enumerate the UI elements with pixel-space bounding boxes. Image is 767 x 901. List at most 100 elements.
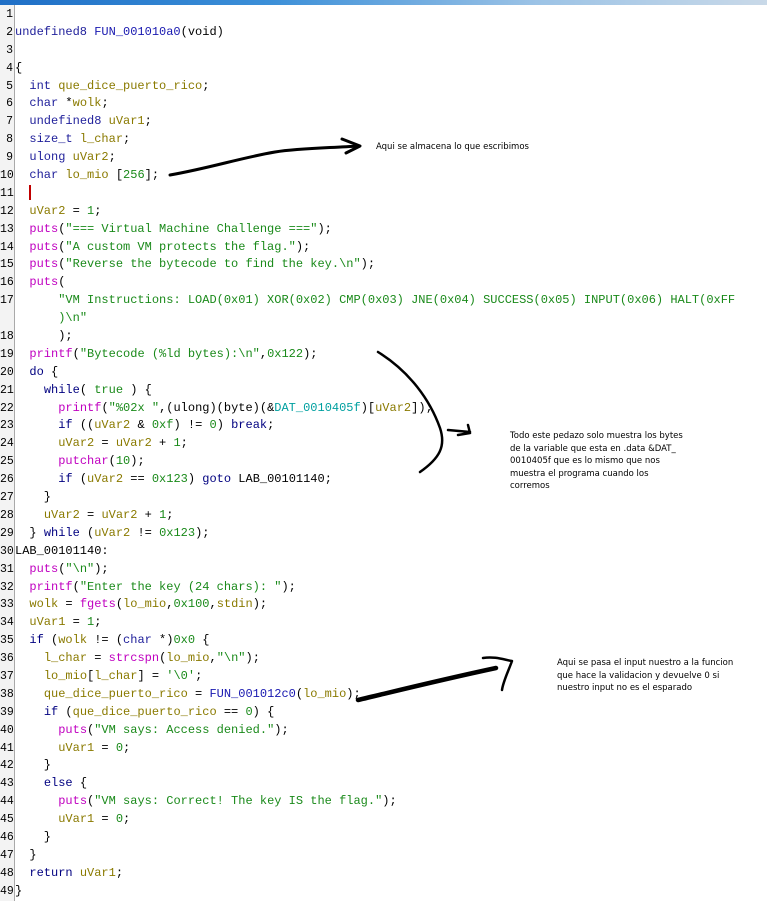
code-line[interactable]: 45 uVar1 = 0;: [0, 811, 767, 829]
code-line[interactable]: 20 do {: [0, 364, 767, 382]
code-text: putchar(10);: [15, 453, 144, 471]
code-line[interactable]: 1: [0, 6, 767, 24]
code-line[interactable]: 42 }: [0, 757, 767, 775]
code-line[interactable]: 41 uVar1 = 0;: [0, 740, 767, 758]
annotation-line: muestra el programa cuando los: [510, 468, 649, 479]
code-line[interactable]: 22 printf("%02x ",(ulong)(byte)(&DAT_001…: [0, 400, 767, 418]
line-number: 10: [0, 169, 14, 183]
line-number: 14: [0, 240, 14, 254]
code-token: (void): [180, 24, 224, 39]
code-token: DAT_0010405f: [274, 400, 361, 415]
code-token: LAB_00101140;: [231, 472, 332, 487]
code-line[interactable]: 28 uVar2 = uVar2 + 1;: [0, 507, 767, 525]
code-line[interactable]: 36 l_char = strcspn(lo_mio,"\n");: [0, 650, 767, 668]
code-line[interactable]: 43 else {: [0, 775, 767, 793]
code-token: 10: [115, 454, 131, 469]
code-token: (: [72, 472, 88, 487]
code-line[interactable]: )\n": [0, 310, 767, 328]
code-token: [15, 615, 29, 629]
code-line[interactable]: 10 char lo_mio [256];: [0, 167, 767, 185]
code-token: while: [43, 525, 80, 540]
code-token: (: [159, 651, 167, 666]
line-number: 7: [6, 115, 13, 129]
code-token: ) {: [252, 704, 275, 719]
code-line[interactable]: 18 );: [0, 328, 767, 346]
code-line[interactable]: 12 uVar2 = 1;: [0, 203, 767, 221]
line-number: 32: [0, 580, 14, 594]
code-token: uVar1: [58, 812, 95, 827]
code-line[interactable]: 46 }: [0, 829, 767, 847]
line-number: 31: [0, 562, 14, 576]
code-token: if: [58, 472, 73, 487]
code-line[interactable]: 7 undefined8 uVar1;: [0, 113, 767, 131]
code-line[interactable]: 31 puts("\n");: [0, 561, 767, 579]
code-token: uVar2: [72, 150, 109, 165]
code-line[interactable]: 33 wolk = fgets(lo_mio,0x100,stdin);: [0, 596, 767, 614]
code-line[interactable]: 49}: [0, 883, 767, 901]
code-text: }: [15, 847, 36, 865]
code-line[interactable]: 3: [0, 42, 767, 60]
code-line[interactable]: 35 if (wolk != (char *)0x0 {: [0, 632, 767, 650]
code-line[interactable]: 23 if ((uVar2 & 0xf) != 0) break;: [0, 417, 767, 435]
code-line[interactable]: 15 puts("Reverse the bytecode to find th…: [0, 256, 767, 274]
code-token: lo_mio: [166, 651, 210, 666]
code-line[interactable]: 29 } while (uVar2 != 0x123);: [0, 525, 767, 543]
line-number: 37: [0, 669, 14, 683]
annotation-text: Aqui se almacena lo que escribimos: [376, 142, 529, 152]
code-line[interactable]: 47 }: [0, 847, 767, 865]
code-line[interactable]: 24 uVar2 = uVar2 + 1;: [0, 435, 767, 453]
code-text: printf("%02x ",(ulong)(byte)(&DAT_001040…: [15, 400, 433, 418]
code-line[interactable]: 6 char *wolk;: [0, 95, 767, 113]
code-line[interactable]: 5 int que_dice_puerto_rico;: [0, 78, 767, 96]
code-line[interactable]: 9 ulong uVar2;: [0, 149, 767, 167]
code-token: =: [94, 436, 116, 451]
line-number: 25: [0, 455, 14, 469]
code-line[interactable]: 32 printf("Enter the key (24 chars): ");: [0, 579, 767, 597]
code-token: "VM says: Access denied.": [94, 722, 275, 737]
code-token: true: [94, 382, 124, 397]
code-line[interactable]: 27 }: [0, 489, 767, 507]
code-text: undefined8 uVar1;: [15, 113, 151, 131]
code-token: [15, 687, 44, 701]
code-line[interactable]: 34 uVar1 = 1;: [0, 614, 767, 632]
code-line[interactable]: 13 puts("=== Virtual Machine Challenge =…: [0, 221, 767, 239]
code-line[interactable]: 40 puts("VM says: Access denied.");: [0, 722, 767, 740]
code-token: (: [79, 525, 95, 540]
code-token: (: [58, 561, 66, 576]
code-line[interactable]: 4{: [0, 60, 767, 78]
line-number: 19: [0, 347, 14, 361]
code-token: );: [252, 597, 268, 612]
code-token: )\n": [58, 311, 88, 326]
code-token: (: [72, 579, 80, 594]
code-line[interactable]: 21 while( true ) {: [0, 382, 767, 400]
code-line[interactable]: 26 if (uVar2 == 0x123) goto LAB_00101140…: [0, 471, 767, 489]
code-text: int que_dice_puerto_rico;: [15, 78, 209, 96]
line-number: 40: [0, 723, 14, 737]
code-token: strcspn: [108, 651, 160, 666]
window-title-bar: [0, 0, 767, 5]
code-line[interactable]: 11: [0, 185, 767, 203]
code-text: printf("Bytecode (%ld bytes):\n",0x122);: [15, 346, 317, 364]
code-line[interactable]: 44 puts("VM says: Correct! The key IS th…: [0, 793, 767, 811]
code-line[interactable]: 8 size_t l_char;: [0, 131, 767, 149]
code-line[interactable]: 38 que_dice_puerto_rico = FUN_001012c0(l…: [0, 686, 767, 704]
code-line[interactable]: 37 lo_mio[l_char] = '\0';: [0, 668, 767, 686]
code-text: printf("Enter the key (24 chars): ");: [15, 579, 295, 597]
code-line[interactable]: 39 if (que_dice_puerto_rico == 0) {: [0, 704, 767, 722]
line-number: 4: [6, 61, 13, 75]
code-token: 1: [159, 507, 167, 522]
code-text: undefined8 FUN_001010a0(void): [15, 24, 224, 42]
code-token: que_dice_puerto_rico: [43, 686, 188, 701]
code-token: [15, 401, 58, 415]
code-line[interactable]: 25 putchar(10);: [0, 453, 767, 471]
code-line[interactable]: 17 "VM Instructions: LOAD(0x01) XOR(0x02…: [0, 292, 767, 310]
code-line[interactable]: 48 return uVar1;: [0, 865, 767, 883]
code-line[interactable]: 19 printf("Bytecode (%ld bytes):\n",0x12…: [0, 346, 767, 364]
code-token: '\0': [166, 668, 196, 683]
code-token: =: [79, 507, 102, 522]
code-line[interactable]: 16 puts(: [0, 274, 767, 292]
code-line[interactable]: 14 puts("A custom VM protects the flag."…: [0, 239, 767, 257]
code-token: }: [15, 758, 52, 773]
